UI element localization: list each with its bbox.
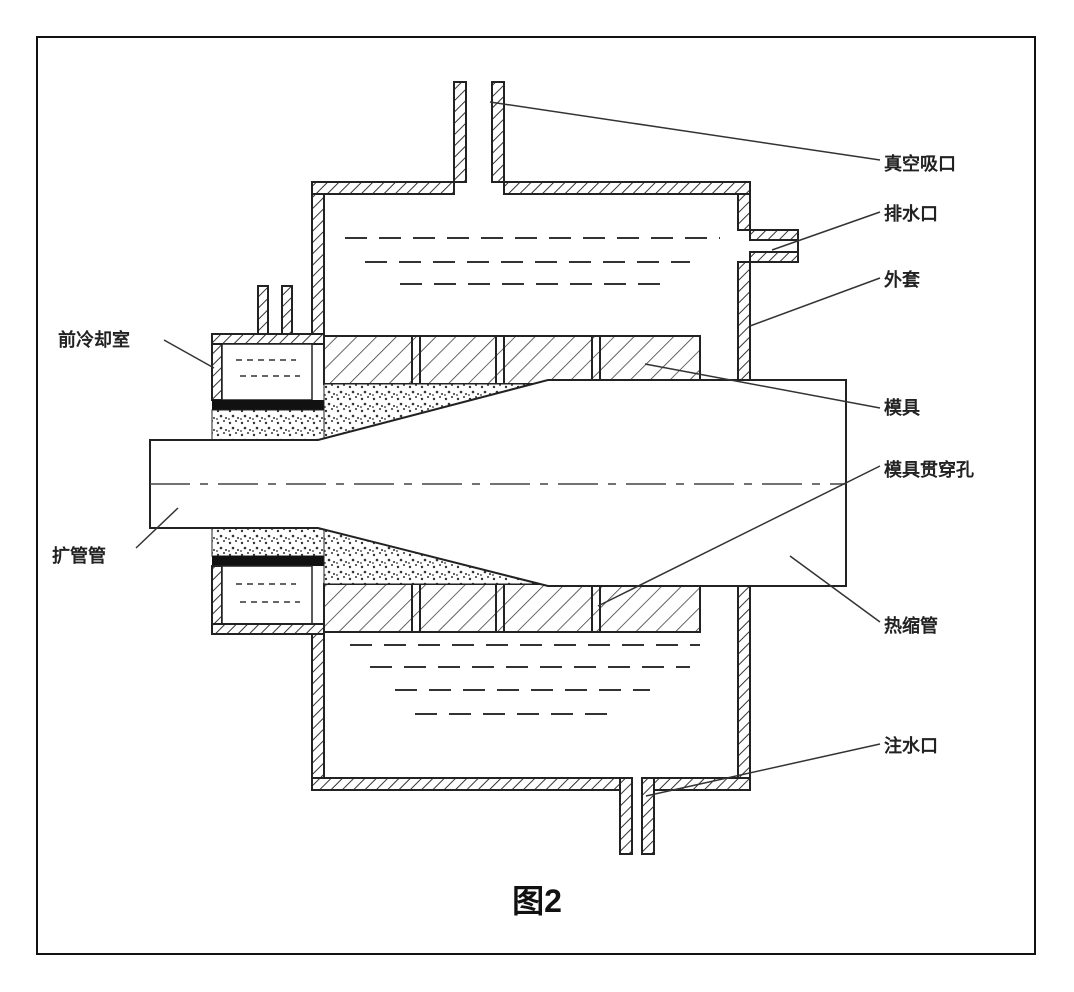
pre-cooling-chamber (211, 285, 325, 635)
label-mold-through-hole: 模具贯穿孔 (884, 459, 974, 481)
label-heat-shrink-tube: 热缩管 (884, 615, 938, 637)
label-expansion-pipe: 扩管管 (52, 545, 106, 567)
vacuum-port-pipe (453, 81, 505, 183)
leader-lines (135, 101, 881, 797)
label-vacuum-port: 真空吸口 (884, 153, 956, 175)
tube-assembly (149, 379, 847, 587)
label-mold: 模具 (884, 397, 920, 419)
water-level-upper (345, 237, 720, 285)
label-pre-cooling-chamber: 前冷却室 (58, 329, 130, 351)
water-inlet-pipe (619, 777, 655, 855)
figure-caption: 图2 (512, 883, 562, 919)
water-level-lower (350, 644, 700, 715)
mold-through-holes (411, 336, 601, 632)
label-water-inlet: 注水口 (884, 735, 938, 757)
label-outer-shell: 外套 (884, 269, 920, 291)
drain-port-pipe (749, 229, 799, 263)
label-drain-port: 排水口 (884, 203, 938, 225)
